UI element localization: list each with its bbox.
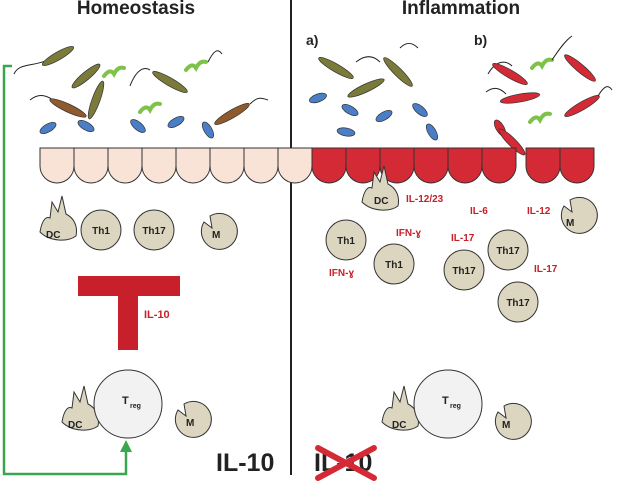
cytokine-il17-2: IL-17 [534, 264, 558, 275]
dc-cell-left-top: DC [39, 195, 77, 241]
bacterium [130, 119, 146, 133]
bacterium [383, 57, 413, 87]
macrophage-left-bottom: M [174, 400, 212, 438]
bacterium [49, 98, 87, 118]
bacterium [249, 97, 269, 105]
il10-block-label: IL-10 [144, 309, 170, 321]
macrophage-right-bottom: M [494, 402, 532, 440]
bacterium [528, 111, 552, 124]
th1-label: Th1 [385, 260, 403, 271]
bacterium [487, 61, 513, 75]
bacterium [318, 57, 354, 79]
panel-label-a: a) [306, 32, 318, 48]
bacterium [129, 68, 151, 87]
bacterium [341, 103, 359, 117]
th17-label: Th17 [496, 246, 520, 257]
th1-label: Th1 [337, 236, 355, 247]
th17-cell-right-1: Th17 [487, 229, 529, 271]
cytokine-il12-23: IL-12/23 [406, 194, 444, 205]
bacterium [399, 42, 419, 49]
th1-cell-right-2: Th1 [373, 243, 415, 285]
bacterium [425, 123, 439, 141]
bacterium [564, 95, 600, 117]
panel-label-b: b) [474, 32, 487, 48]
bacterium [167, 115, 185, 129]
bacterium [530, 57, 554, 70]
macrophage-left-top: M [200, 212, 238, 250]
dc-cell-right-top: DC [361, 165, 399, 211]
bacterium [564, 54, 596, 82]
macrophage-right-top: M [560, 196, 598, 234]
cytokine-ifn-g-1: IFN-ɣ [396, 228, 421, 239]
bacterium [375, 109, 393, 123]
th1-label: Th1 [92, 226, 110, 237]
th17-cell-left: Th17 [133, 209, 175, 251]
bacterium [492, 63, 528, 85]
bacterium [309, 92, 327, 104]
il10-absent-cross-icon [315, 445, 377, 481]
bacterium [77, 119, 95, 133]
dc-label: DC [46, 230, 60, 241]
bacterium [41, 46, 75, 66]
bacteria-left [13, 46, 269, 139]
th1-cell-right-1: Th1 [325, 219, 367, 261]
dc-cell-right-bottom: DC [381, 385, 419, 431]
treg-subscript: reg [450, 403, 461, 410]
cytokine-il6: IL-6 [470, 206, 488, 217]
bacterium [184, 59, 208, 72]
bacterium [39, 121, 57, 135]
th17-label: Th17 [506, 298, 530, 309]
bacteria-right-b [485, 35, 613, 156]
treg-label: T [122, 395, 129, 407]
th1-cell-left: Th1 [80, 209, 122, 251]
dc-cell-left-bottom: DC [61, 385, 99, 431]
bacterium [87, 80, 105, 120]
il10-present-label: IL-10 [216, 449, 274, 477]
bacterium [201, 121, 215, 139]
bacterium [138, 101, 162, 114]
bacterium [214, 103, 250, 125]
dc-label: DC [374, 196, 388, 207]
treg-cell-right: T reg [413, 369, 483, 439]
cytokine-ifn-g-2: IFN-ɣ [329, 268, 354, 279]
treg-subscript: reg [130, 403, 141, 410]
th17-cell-right-2: Th17 [443, 249, 485, 291]
th17-label: Th17 [452, 266, 476, 277]
bacterium [152, 71, 188, 93]
bacterium [412, 103, 428, 117]
feedback-arrow [2, 64, 132, 476]
bacterium [207, 50, 223, 63]
il10-inhibition-block: IL-10 [78, 276, 180, 350]
bacterium [102, 65, 126, 78]
bacterium [485, 87, 507, 95]
bacterium [597, 86, 613, 97]
epithelium-right [311, 147, 595, 184]
macrophage-label: M [186, 418, 194, 429]
bacterium [355, 56, 381, 63]
bacterium [336, 127, 356, 137]
treg-label: T [442, 395, 449, 407]
dc-label: DC [68, 420, 82, 431]
cytokine-il12: IL-12 [527, 206, 551, 217]
title-inflammation: Inflammation [402, 0, 520, 19]
epithelium-left [39, 147, 313, 184]
dc-label: DC [392, 420, 406, 431]
treg-cell-left: T reg [93, 369, 163, 439]
bacteria-right-a [309, 42, 439, 141]
bacterium [551, 35, 573, 61]
cytokine-il17-1: IL-17 [451, 233, 475, 244]
bacterium [498, 128, 526, 156]
th17-cell-right-3: Th17 [497, 281, 539, 323]
macrophage-label: M [566, 218, 574, 229]
macrophage-label: M [502, 420, 510, 431]
macrophage-label: M [212, 230, 220, 241]
th17-label: Th17 [142, 226, 166, 237]
bacterium [347, 78, 385, 98]
title-homeostasis: Homeostasis [77, 0, 195, 19]
bacterium [71, 63, 101, 89]
bacterium [499, 92, 541, 104]
